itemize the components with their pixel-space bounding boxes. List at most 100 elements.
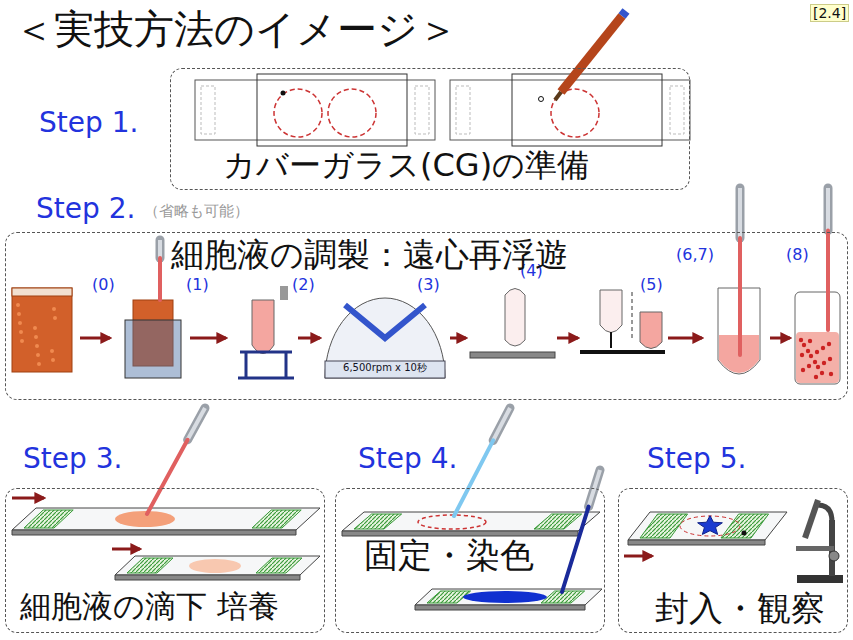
drop — [189, 559, 241, 573]
tube — [640, 312, 662, 349]
cell-dot — [808, 339, 812, 343]
flow-arrow — [112, 548, 140, 551]
step-title: 細胞液の調製：遠心再浮遊 — [171, 236, 568, 274]
pipette — [828, 188, 829, 330]
drawing-part — [805, 500, 818, 538]
flow-arrow — [12, 497, 44, 500]
texture-dot — [53, 316, 57, 320]
texture-dot — [33, 326, 37, 330]
drawing-part — [738, 188, 742, 238]
pipette — [160, 240, 161, 300]
cell-suspension — [796, 332, 839, 383]
slide-glass — [195, 80, 435, 140]
drawing-part — [738, 238, 742, 355]
pencil-end — [622, 11, 626, 16]
callout-number: (3) — [417, 276, 440, 294]
flow-arrow — [80, 337, 110, 340]
texture-dot — [20, 339, 24, 343]
display-bar — [325, 361, 445, 378]
drawing-part — [797, 575, 843, 583]
flow-arrow — [450, 337, 466, 340]
step-heading: Step 2. — [36, 193, 135, 225]
drawing-part — [493, 408, 510, 440]
cell-dot — [827, 342, 831, 346]
cover-glass — [257, 74, 407, 146]
texture-dot — [50, 349, 54, 353]
texture-dot — [18, 321, 22, 325]
centrifuge — [325, 298, 445, 378]
frosted-end — [201, 86, 215, 134]
step-title: カバーガラス(CG)の準備 — [223, 147, 589, 184]
frosted-end — [456, 86, 470, 134]
drawing-part — [826, 188, 830, 231]
step-heading: Step 4. — [358, 443, 457, 475]
cell-dot — [800, 353, 804, 357]
tube — [252, 300, 274, 354]
slide-glass — [115, 556, 320, 575]
step-heading: Step 5. — [647, 443, 746, 475]
cell-dot — [801, 368, 805, 372]
sample-bag — [12, 288, 72, 372]
drawing-part — [147, 440, 188, 514]
tube-cap — [280, 286, 288, 300]
flow-arrow — [770, 337, 790, 340]
title: ＜実技方法のイメージ＞ — [14, 6, 458, 52]
page-number: [2.4] — [810, 4, 849, 22]
stained-cell — [698, 516, 723, 535]
texture-dot — [17, 312, 21, 316]
slide-edge — [12, 530, 296, 535]
note: （省略も可能） — [144, 203, 249, 220]
drawing-part — [188, 408, 205, 440]
texture-dot — [19, 330, 23, 334]
vial — [795, 292, 840, 384]
slide-glass — [12, 508, 320, 530]
callout-number: (5) — [640, 276, 663, 294]
stand — [470, 352, 555, 358]
speed-setting: 6,500rpm x 10秒 — [326, 362, 444, 374]
bag-seal — [12, 288, 72, 296]
drawing-part — [158, 258, 162, 300]
mark-dot — [539, 97, 544, 102]
drop-circle — [328, 89, 376, 137]
bench — [580, 350, 665, 354]
cell-dot — [813, 360, 817, 364]
pencil — [561, 16, 622, 92]
texture-dot — [35, 344, 39, 348]
texture-dot — [37, 362, 41, 366]
mark-dot — [742, 531, 747, 536]
flow-arrow — [298, 337, 320, 340]
drop-circle — [274, 89, 322, 137]
cover-glass — [512, 74, 662, 146]
drop-circle — [551, 89, 599, 137]
tube — [600, 290, 622, 333]
flow-arrow — [190, 337, 226, 340]
drop — [115, 511, 175, 527]
tap-mark — [610, 332, 612, 348]
step-panel: Step 2.（省略も可能）細胞液の調製：遠心再浮遊 — [5, 232, 848, 400]
drawing-part — [796, 546, 834, 551]
step-heading: Step 3. — [23, 443, 122, 475]
frosted-end — [354, 514, 402, 529]
frosted-end — [24, 510, 73, 528]
cell-dot — [828, 357, 832, 361]
texture-dot — [16, 303, 20, 307]
slide-edge — [115, 575, 300, 580]
step-panel: Step 4.固定・染色 — [335, 488, 605, 633]
drawing-part — [829, 551, 839, 561]
drawing-part — [824, 188, 833, 231]
frosted-end — [252, 510, 301, 528]
pipette — [147, 408, 205, 514]
tap-motion — [632, 292, 633, 340]
drawing-part — [156, 240, 165, 258]
step-title: 固定・染色 — [364, 536, 534, 575]
step-title: 細胞液の滴下 培養 — [20, 589, 279, 625]
slide-glass — [342, 512, 600, 531]
drawing-part — [826, 231, 830, 330]
flow-arrow — [624, 555, 652, 558]
cell-dot — [814, 375, 818, 379]
callout-number: (1) — [186, 276, 209, 294]
frosted-end — [415, 86, 429, 134]
drawing-part — [158, 240, 162, 258]
cell-dot — [807, 364, 811, 368]
